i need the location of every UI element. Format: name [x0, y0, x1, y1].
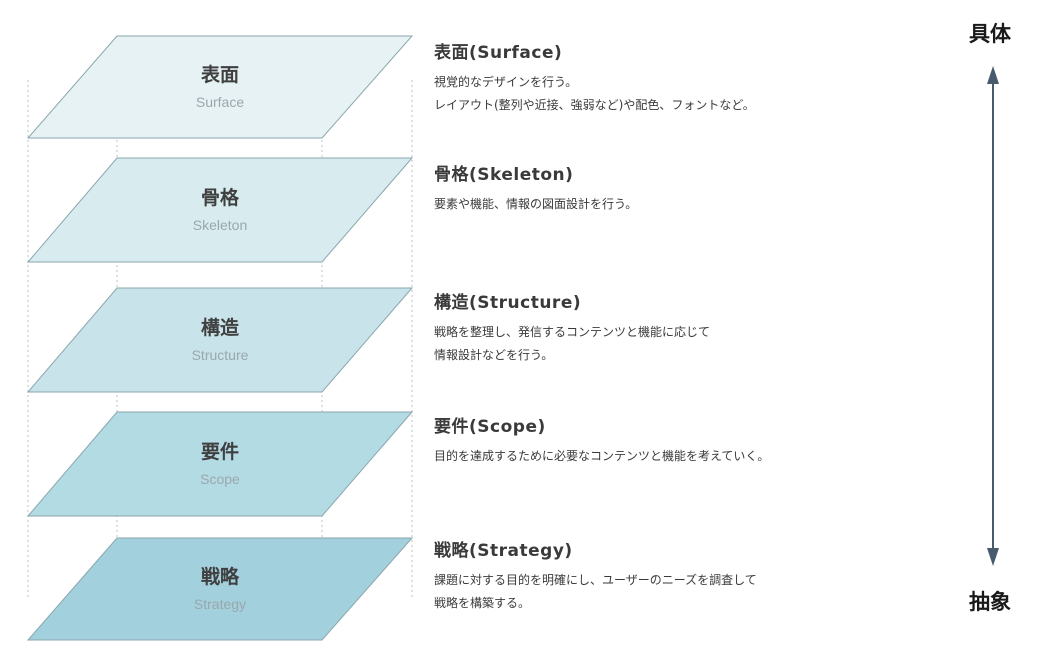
plane-title-jp: 戦略 — [201, 565, 240, 588]
plane-structure: 構造 Structure — [26, 287, 414, 393]
plane-title-en: Structure — [192, 347, 249, 363]
desc-line: 視覚的なデザインを行う。 — [434, 75, 578, 89]
desc-line: 目的を達成するために必要なコンテンツと機能を考えていく。 — [434, 449, 770, 463]
desc-surface: 表面(Surface) 視覚的なデザインを行う。レイアウト(整列や近接、強弱など)… — [434, 38, 904, 117]
plane-title-jp: 構造 — [201, 316, 240, 339]
plane-shape — [26, 537, 414, 641]
desc-line: レイアウト(整列や近接、強弱など)や配色、フォントなど。 — [434, 98, 755, 112]
desc-skeleton: 骨格(Skeleton) 要素や機能、情報の図面設計を行う。 — [434, 160, 904, 216]
desc-heading: 構造(Structure) — [434, 293, 582, 313]
desc-line: 戦略を整理し、発信するコンテンツと機能に応じて — [434, 325, 711, 339]
plane-title-jp: 表面 — [201, 63, 239, 86]
arrow-down-icon — [987, 548, 999, 566]
desc-heading: 要件(Scope) — [434, 417, 546, 437]
plane-title-en: Scope — [200, 471, 240, 487]
desc-heading: 戦略(Strategy) — [434, 541, 573, 561]
desc-strategy: 戦略(Strategy) 課題に対する目的を明確にし、ユーザーのニーズを調査して戦… — [434, 536, 904, 615]
desc-line: 情報設計などを行う。 — [434, 348, 554, 362]
desc-line: 戦略を構築する。 — [434, 596, 531, 610]
plane-shape — [26, 157, 414, 263]
plane-shape — [26, 35, 414, 139]
desc-line: 課題に対する目的を明確にし、ユーザーのニーズを調査して — [434, 573, 757, 587]
plane-title-jp: 要件 — [201, 440, 239, 463]
concrete-label: 具体 — [969, 22, 1011, 46]
desc-line: 要素や機能、情報の図面設計を行う。 — [434, 197, 638, 211]
plane-shape — [26, 287, 414, 393]
plane-title-en: Surface — [196, 94, 244, 110]
plane-title-jp: 骨格 — [201, 186, 240, 209]
desc-heading: 骨格(Skeleton) — [434, 165, 574, 185]
plane-shape — [26, 411, 414, 517]
arrow-up-icon — [987, 66, 999, 84]
desc-structure: 構造(Structure) 戦略を整理し、発信するコンテンツと機能に応じて情報設計… — [434, 288, 904, 367]
abstract-label: 抽象 — [969, 590, 1011, 614]
plane-surface: 表面 Surface — [26, 35, 414, 139]
desc-scope: 要件(Scope) 目的を達成するために必要なコンテンツと機能を考えていく。 — [434, 412, 904, 468]
plane-title-en: Strategy — [194, 596, 246, 612]
plane-scope: 要件 Scope — [26, 411, 414, 517]
plane-stack: 表面 Surface 骨格 Skeleton 構造 Structure 要件 Scope 戦略 S… — [26, 35, 414, 641]
plane-title-en: Skeleton — [193, 217, 247, 233]
desc-heading: 表面(Surface) — [434, 43, 563, 63]
axis-arrow — [987, 66, 999, 566]
plane-strategy: 戦略 Strategy — [26, 537, 414, 641]
plane-skeleton: 骨格 Skeleton — [26, 157, 414, 263]
